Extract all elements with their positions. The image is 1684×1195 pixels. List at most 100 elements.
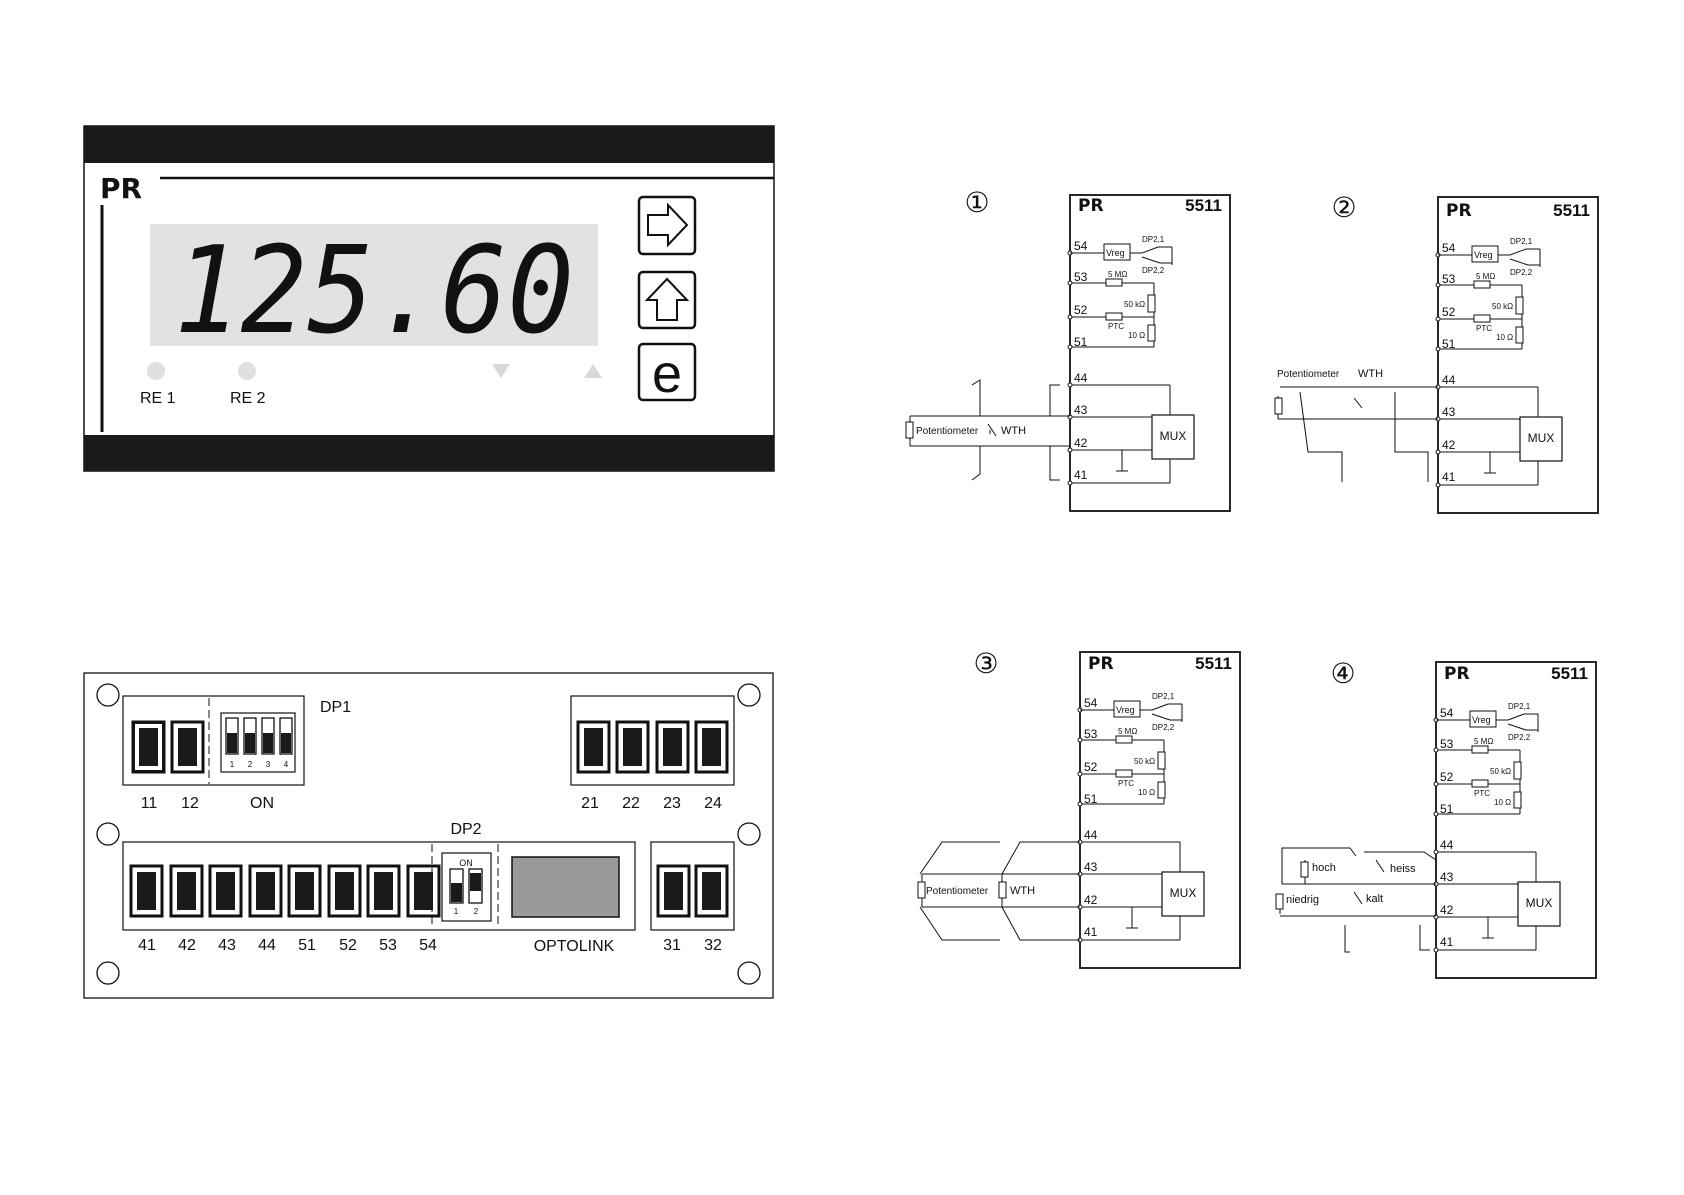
d1-mux: MUX xyxy=(1160,429,1187,443)
mount-hole-ml xyxy=(96,822,120,846)
terminal-22-label: 22 xyxy=(622,795,640,812)
led-re1-label: RE 1 xyxy=(140,390,176,407)
d3-t42: 42 xyxy=(1084,893,1098,907)
terminal-43-label: 43 xyxy=(218,937,236,954)
d4-vreg: Vreg xyxy=(1472,715,1491,725)
dp1-switch-num-2: 2 xyxy=(248,760,253,769)
dp2-switch-housing xyxy=(441,852,492,922)
d2-t43: 43 xyxy=(1442,405,1456,419)
terminal-24-label: 24 xyxy=(704,795,722,812)
d1-wth-label: WTH xyxy=(1001,425,1026,437)
display-window xyxy=(150,224,598,346)
terminal-12-label: 12 xyxy=(181,795,199,812)
terminal-11-label: 11 xyxy=(141,795,158,812)
d4-dp22: DP2,2 xyxy=(1508,733,1531,742)
d3-r5m: 5 MΩ xyxy=(1118,727,1137,736)
terminal-51-label: 51 xyxy=(298,937,316,954)
terminal-32-label: 32 xyxy=(704,937,722,954)
diagram-4-labels: PR 5511 54 53 52 51 44 43 42 41 Vreg DP2… xyxy=(1440,664,1588,949)
d3-dp21: DP2,1 xyxy=(1152,692,1175,701)
diagram-2-model: 5511 xyxy=(1553,201,1590,220)
terminal-54-label: 54 xyxy=(419,937,437,954)
terminal-panel: 1 2 3 4 DP1 11 12 ON 21 22 23 24 DP2 xyxy=(83,672,774,999)
right-arrow-icon xyxy=(647,202,689,248)
diagram-1-sensors xyxy=(905,379,1070,481)
dp2-switches[interactable] xyxy=(449,868,483,904)
d2-t54: 54 xyxy=(1442,241,1456,255)
terminal-31-label: 31 xyxy=(663,937,681,954)
d2-t53: 53 xyxy=(1442,272,1456,286)
diagram-3-brand: PR xyxy=(1088,654,1114,674)
d4-t44: 44 xyxy=(1440,838,1454,852)
d4-mux: MUX xyxy=(1526,896,1553,910)
d1-r50k: 50 kΩ xyxy=(1124,300,1145,309)
d3-wth-label: WTH xyxy=(1010,885,1035,897)
d1-t42: 42 xyxy=(1074,436,1088,450)
terminal-23-label: 23 xyxy=(663,795,681,812)
d3-dp22: DP2,2 xyxy=(1152,723,1175,732)
terminal-53-label: 53 xyxy=(379,937,397,954)
d1-t44: 44 xyxy=(1074,371,1088,385)
d1-dp21: DP2,1 xyxy=(1142,235,1165,244)
d3-t41: 41 xyxy=(1084,925,1098,939)
d2-t51: 51 xyxy=(1442,337,1456,351)
wiring-diagram-4: ④ PR 5511 54 53 52 51 44 43 42 41 Vreg D… xyxy=(1275,658,1597,979)
d2-dp22: DP2,2 xyxy=(1510,268,1533,277)
d3-r10: 10 Ω xyxy=(1138,788,1155,797)
display-value: 125.60 xyxy=(174,222,574,361)
d2-dp21: DP2,1 xyxy=(1510,237,1533,246)
d2-r50k: 50 kΩ xyxy=(1492,302,1513,311)
diagram-3-sensors xyxy=(917,841,1080,941)
diagram-1-brand: PR xyxy=(1078,196,1104,216)
front-panel-top-band xyxy=(84,126,774,163)
d2-r5m: 5 MΩ xyxy=(1476,272,1495,281)
mount-hole-tl xyxy=(96,683,120,707)
d4-r10: 10 Ω xyxy=(1494,798,1511,807)
d3-t53: 53 xyxy=(1084,727,1098,741)
on-label: ON xyxy=(250,795,274,812)
d4-kalt-label: kalt xyxy=(1366,893,1383,905)
diagram-1-labels: PR 5511 54 53 52 51 44 43 42 41 Vreg DP2… xyxy=(1074,196,1222,482)
diagram-3-number: ③ xyxy=(973,648,998,679)
right-arrow-button[interactable] xyxy=(637,195,697,256)
diagram-4-model: 5511 xyxy=(1551,664,1588,683)
d3-r50k: 50 kΩ xyxy=(1134,757,1155,766)
dp2-on-label: ON xyxy=(459,858,473,868)
d4-dp21: DP2,1 xyxy=(1508,702,1531,711)
diagram-2-sensors xyxy=(1274,386,1438,482)
d1-r10: 10 Ω xyxy=(1128,331,1145,340)
mount-hole-br xyxy=(737,961,761,985)
dp1-block xyxy=(122,695,305,786)
d4-niedrig-label: niedrig xyxy=(1286,894,1319,906)
front-panel: PR 125.60 RE 1 RE 2 e xyxy=(83,125,775,472)
input-terminals xyxy=(129,864,441,918)
d2-potentiometer-label: Potentiometer xyxy=(1277,369,1340,380)
enter-button[interactable]: e xyxy=(637,342,697,404)
optolink-port[interactable] xyxy=(511,856,620,918)
d3-t51: 51 xyxy=(1084,792,1098,806)
diagram-3-labels: PR 5511 54 53 52 51 44 43 42 41 Vreg DP2… xyxy=(1084,654,1232,939)
dp1-switches[interactable] xyxy=(225,717,293,755)
dp2-switch-num-2: 2 xyxy=(474,907,479,916)
diagram-2-number: ② xyxy=(1331,192,1356,223)
d2-t44: 44 xyxy=(1442,373,1456,387)
dp2-label: DP2 xyxy=(450,821,481,838)
d2-vreg: Vreg xyxy=(1474,250,1493,260)
terminal-21-label: 21 xyxy=(581,795,599,812)
d2-t42: 42 xyxy=(1442,438,1456,452)
relay-terminals xyxy=(576,720,729,774)
d2-t41: 41 xyxy=(1442,470,1456,484)
wiring-diagram-2: ② PR 5511 54 53 52 51 44 43 42 41 Vreg D… xyxy=(1274,192,1599,514)
d1-dp22: DP2,2 xyxy=(1142,266,1165,275)
terminal-41-label: 41 xyxy=(138,937,156,954)
up-arrow-button[interactable] xyxy=(637,270,697,330)
d1-potentiometer-label: Potentiometer xyxy=(916,426,979,437)
d4-t43: 43 xyxy=(1440,870,1454,884)
led-re2 xyxy=(238,362,256,380)
mount-hole-mr xyxy=(737,822,761,846)
down-indicator-icon xyxy=(492,364,510,378)
terminal-44-label: 44 xyxy=(258,937,276,954)
input-terminal-block xyxy=(122,841,636,931)
diagram-4-number: ④ xyxy=(1330,658,1355,689)
